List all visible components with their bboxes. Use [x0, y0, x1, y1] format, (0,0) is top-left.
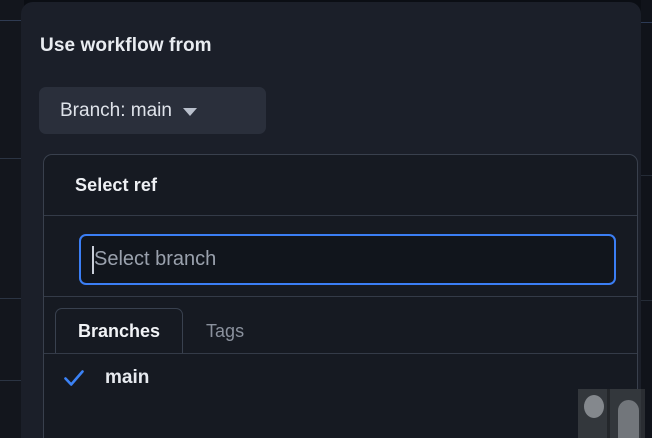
page-title: Use workflow from	[40, 35, 212, 56]
branch-search-placeholder: Select branch	[94, 248, 217, 270]
backdrop-divider	[0, 158, 24, 159]
branch-list: main	[44, 354, 637, 401]
select-ref-header: Select ref	[44, 155, 637, 216]
backdrop-divider	[0, 380, 24, 381]
backdrop-divider	[641, 22, 652, 23]
tab-tags[interactable]: Tags	[183, 308, 267, 354]
list-item-label: main	[105, 366, 150, 388]
text-cursor	[92, 245, 94, 274]
select-ref-title: Select ref	[75, 174, 158, 195]
avatar	[584, 395, 604, 418]
corner-widget-avatar-slot	[578, 389, 607, 438]
tab-tags-label: Tags	[206, 321, 245, 341]
tab-branches[interactable]: Branches	[55, 308, 184, 354]
list-item[interactable]: main	[44, 354, 637, 401]
scrollbar-thumb[interactable]	[617, 400, 639, 438]
ref-tab-list: Branches Tags	[44, 297, 637, 354]
tab-underline	[44, 353, 637, 354]
branch-search-input[interactable]: Select branch	[79, 234, 616, 285]
branch-selector-label: Branch: main	[60, 99, 172, 121]
page-backdrop-left	[0, 0, 24, 438]
branch-selector-button[interactable]: Branch: main	[39, 87, 266, 134]
select-ref-panel: Select ref Select branch Branches Tags	[43, 154, 638, 438]
corner-overlay-widget[interactable]	[578, 389, 641, 438]
backdrop-divider	[0, 298, 24, 299]
backdrop-divider	[641, 300, 652, 301]
check-icon	[64, 369, 84, 386]
tab-branches-label: Branches	[78, 321, 161, 341]
corner-widget-edge	[641, 389, 645, 438]
run-workflow-dialog: Use workflow from Branch: main Select re…	[21, 2, 641, 438]
chevron-down-icon	[182, 108, 197, 116]
select-ref-search-row: Select branch	[44, 216, 637, 297]
backdrop-divider	[641, 175, 652, 176]
backdrop-divider	[0, 20, 24, 21]
corner-widget-bar-slot	[606, 389, 641, 438]
page-backdrop-right	[641, 0, 652, 438]
